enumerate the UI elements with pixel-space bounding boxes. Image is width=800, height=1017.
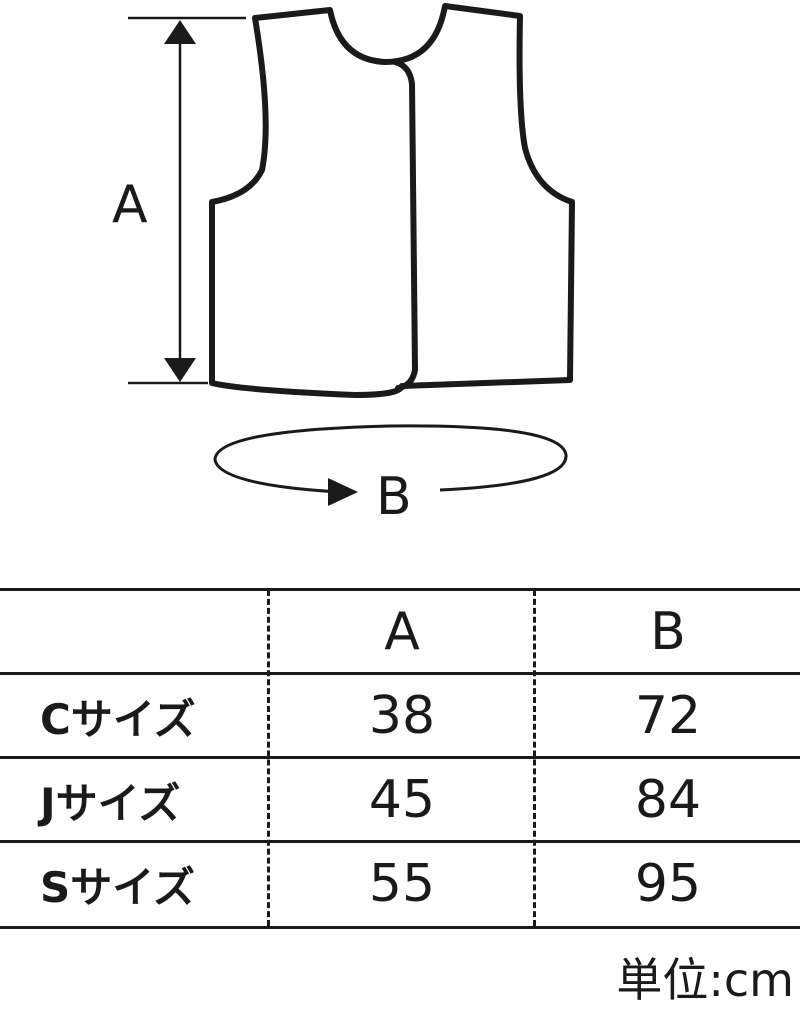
table-divider-1 [267,590,270,926]
vest-placket [392,59,419,391]
dimension-b-arrow-icon [328,478,358,506]
table-divider-2 [533,590,536,926]
table-rule-1 [0,672,800,675]
table-rule-3 [0,840,800,843]
dimension-a-arrow-down-icon [164,358,196,382]
value-b: 72 [634,686,702,746]
table-row: Cサイズ 38 72 [0,674,800,758]
table-header-row: A B [0,590,800,674]
vest-diagram: A B [112,3,575,527]
table-row: Jサイズ 45 84 [0,758,800,842]
value-b: 84 [634,770,702,830]
dimension-b-loop [213,424,568,494]
table-rule-2 [0,756,800,759]
table-rule-top [0,588,800,591]
size-name: Cサイズ [40,694,196,744]
unit-label: 単位:cm [616,953,794,1007]
vest-outline [209,3,575,398]
table-rule-bottom [0,926,800,929]
header-a: A [384,602,420,662]
value-a: 45 [368,770,436,830]
size-name: Sサイズ [40,862,195,912]
header-size [0,590,268,674]
value-b: 95 [634,854,702,914]
dimension-b-label: B [376,467,412,527]
dimension-a-arrow-up-icon [164,20,196,44]
table-row: Sサイズ 55 95 [0,842,800,926]
dimension-a-label: A [112,175,148,235]
value-a: 55 [368,854,436,914]
header-b: B [650,602,686,662]
size-name: Jサイズ [40,778,181,828]
value-a: 38 [368,686,436,746]
